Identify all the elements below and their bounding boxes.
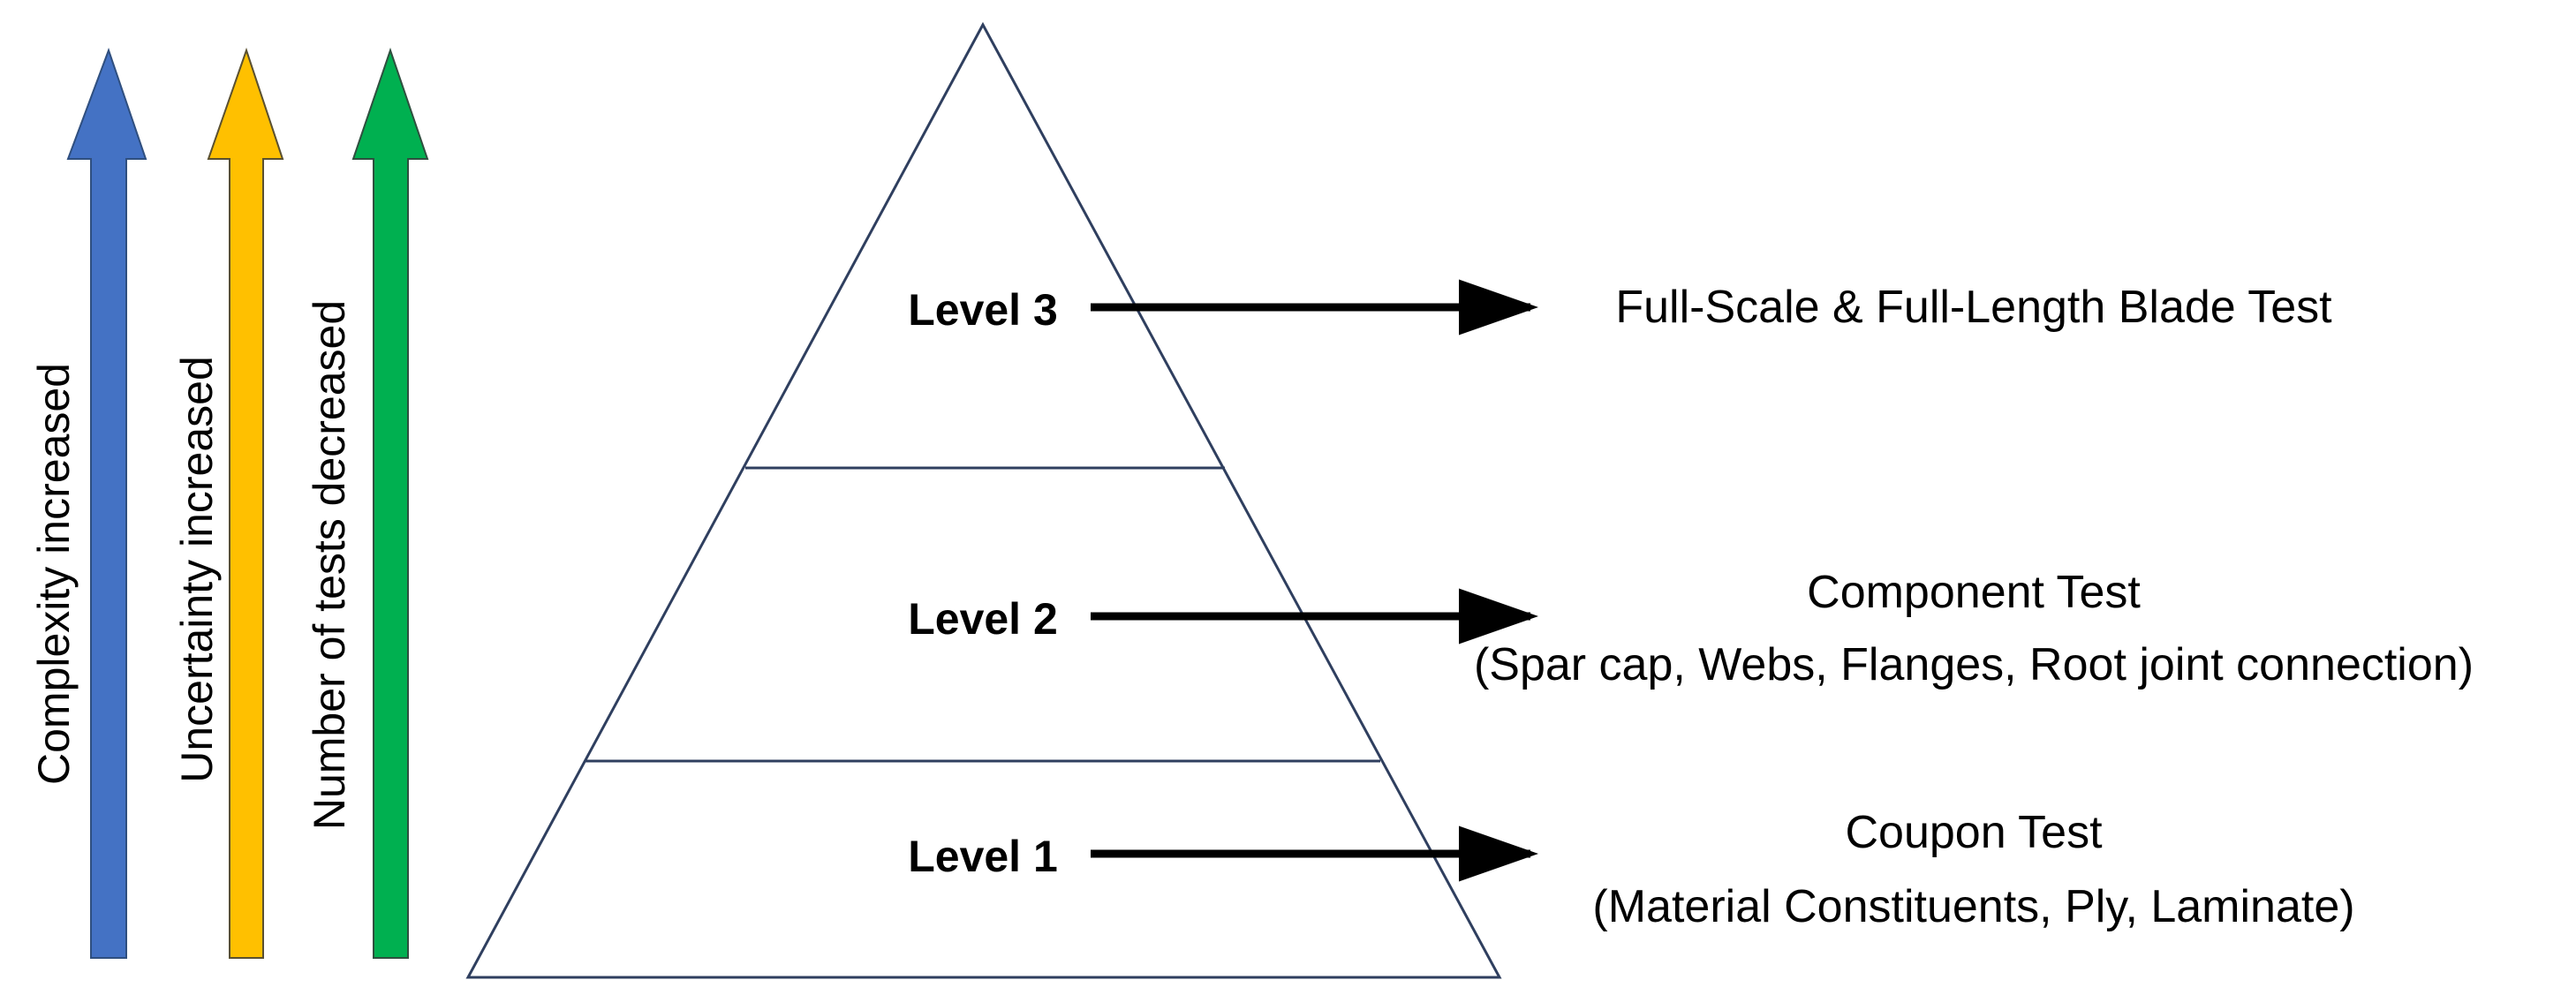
level-2-label: Level 2 xyxy=(908,594,1058,644)
level-2-description-detail: (Spar cap, Webs, Flanges, Root joint con… xyxy=(1474,639,2474,690)
level-1-label: Level 1 xyxy=(908,832,1058,881)
side-arrow-uncertainty: Uncertainty increased xyxy=(172,47,284,959)
level-3-row: Level 3 Full-Scale & Full-Length Blade T… xyxy=(908,279,2332,335)
level-1-description-detail: (Material Constituents, Ply, Laminate) xyxy=(1592,881,2354,932)
level-1-description-title: Coupon Test xyxy=(1845,807,2103,858)
level-1-row: Level 1 Coupon Test (Material Constituen… xyxy=(908,807,2354,932)
pyramid xyxy=(465,21,1502,979)
level-2-row: Level 2 Component Test (Spar cap, Webs, … xyxy=(908,567,2474,690)
uncertainty-arrow-shape xyxy=(207,47,284,959)
tests-arrow-shape xyxy=(351,47,429,959)
pyramid-outline xyxy=(465,21,1502,979)
complexity-label: Complexity increased xyxy=(29,363,79,785)
tests-label: Number of tests decreased xyxy=(305,300,354,830)
complexity-arrow-shape xyxy=(66,48,147,959)
level-3-description: Full-Scale & Full-Length Blade Test xyxy=(1615,282,2332,333)
uncertainty-label: Uncertainty increased xyxy=(172,356,222,783)
level-3-label: Level 3 xyxy=(908,285,1058,335)
level-2-description-title: Component Test xyxy=(1807,567,2141,618)
side-arrow-complexity: Complexity increased xyxy=(29,48,147,959)
side-arrow-number-of-tests: Number of tests decreased xyxy=(305,47,429,959)
